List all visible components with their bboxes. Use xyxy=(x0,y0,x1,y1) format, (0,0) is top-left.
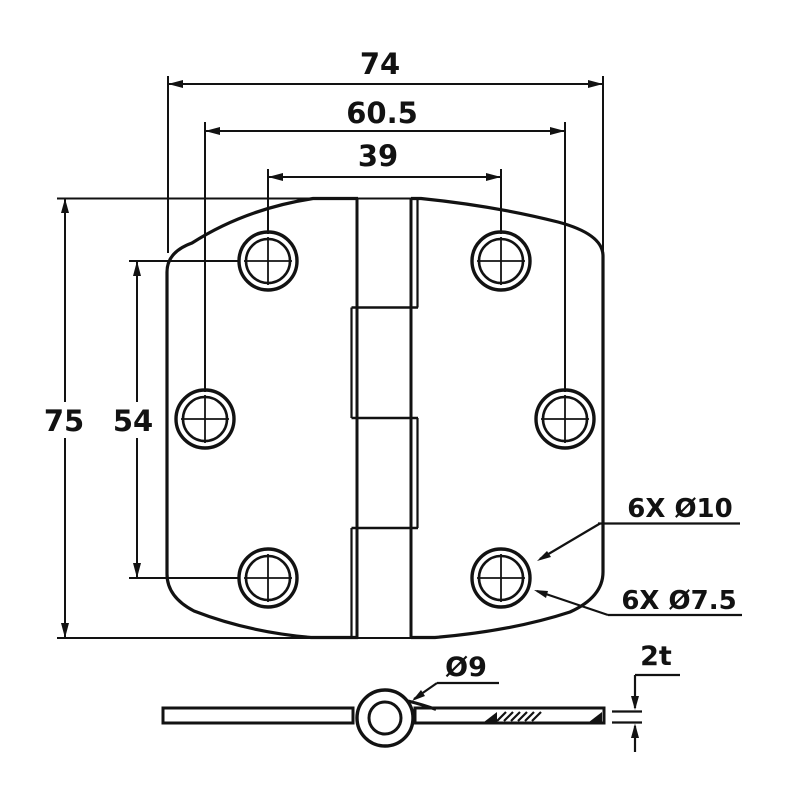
arrowhead-right xyxy=(486,173,501,181)
mounting-hole-bottom-right xyxy=(470,547,532,609)
barrel-diameter-callout: Ø9 xyxy=(412,652,499,701)
mounting-hole-top-left xyxy=(237,230,299,292)
arrowhead-right xyxy=(588,80,603,88)
countersink-circle xyxy=(470,547,532,609)
plan-view: 74 60.5 39 75 xyxy=(44,47,742,640)
dim-text-2t: 2t xyxy=(640,641,672,672)
dim-text-54: 54 xyxy=(113,404,153,438)
leader-arrowhead xyxy=(412,690,425,701)
callout-text-6x75: 6X Ø7.5 xyxy=(621,586,736,616)
arrowhead-up xyxy=(631,723,639,738)
side-view: Ø9 2t xyxy=(161,641,680,752)
right-leaf-outline xyxy=(411,196,605,640)
countersink-callout: 6X Ø10 xyxy=(537,494,740,561)
dim-text-60-5: 60.5 xyxy=(346,96,418,130)
arrowhead-bottom xyxy=(61,623,69,638)
mounting-hole-top-right xyxy=(470,230,532,292)
hatch-wedge-right xyxy=(589,712,602,722)
leader-line xyxy=(536,589,609,617)
arrowhead-left xyxy=(268,173,283,181)
arrowhead-left xyxy=(168,80,183,88)
through-hole-callout: 6X Ø7.5 xyxy=(534,586,742,617)
arrowhead-top xyxy=(133,261,141,276)
leader-arrowhead xyxy=(537,551,551,561)
barrel-inner-circle xyxy=(367,700,403,736)
barrel-plate-swoosh xyxy=(407,699,437,711)
callout-text-dia9: Ø9 xyxy=(445,652,487,683)
arrowhead-top xyxy=(61,198,69,213)
hatch-wedge-left xyxy=(484,712,497,722)
mounting-holes xyxy=(174,230,596,609)
dimension-middle-hole-span: 60.5 xyxy=(204,96,566,392)
hinge-barrel xyxy=(350,198,419,638)
knuckle-side xyxy=(355,688,437,748)
dimension-top-hole-span: 39 xyxy=(267,139,502,234)
hatch-section xyxy=(484,711,602,722)
hole-callouts: 6X Ø10 6X Ø7.5 xyxy=(534,494,742,617)
thickness-dimension: 2t xyxy=(612,641,680,752)
mounting-hole-middle-left xyxy=(174,388,236,450)
arrowhead-right xyxy=(550,127,565,135)
dim-text-74: 74 xyxy=(360,47,400,81)
arrowhead-down xyxy=(631,696,639,710)
callout-text-6x10: 6X Ø10 xyxy=(627,494,732,524)
leader-line xyxy=(539,522,601,560)
dimension-vertical-hole-span: 54 xyxy=(113,260,239,579)
dim-text-39: 39 xyxy=(358,139,398,173)
dim-text-75: 75 xyxy=(44,404,84,438)
mounting-hole-bottom-left xyxy=(237,547,299,609)
leader-arrowhead xyxy=(534,590,548,598)
left-leaf-side xyxy=(161,706,355,725)
dimension-overall-height: 75 xyxy=(44,198,84,638)
mounting-hole-middle-right xyxy=(534,388,596,450)
left-leaf-outline xyxy=(165,196,358,640)
arrowhead-bottom xyxy=(133,563,141,578)
arrowhead-left xyxy=(205,127,220,135)
dimension-overall-width: 74 xyxy=(167,47,604,256)
